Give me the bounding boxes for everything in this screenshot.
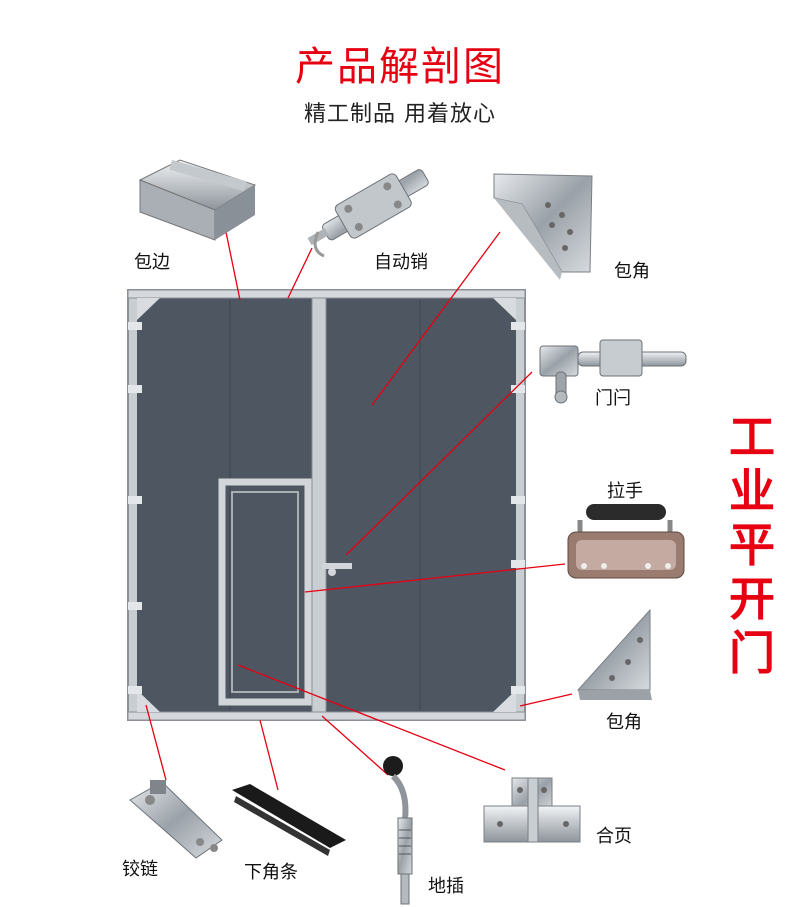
door-frame xyxy=(127,289,526,721)
ground-bolt-part xyxy=(383,756,413,905)
door-bolt-part xyxy=(539,339,687,404)
edge-wrap-part xyxy=(138,159,257,241)
label-auto-pin: 自动销 xyxy=(374,252,428,273)
label-bottom-strip: 下角条 xyxy=(244,862,298,883)
label-hinge: 铰链 xyxy=(122,859,158,880)
label-handle: 拉手 xyxy=(607,481,643,502)
page-subtitle: 精工制品 用着放心 xyxy=(304,102,496,127)
hinge-part xyxy=(129,780,223,859)
corner-top-part xyxy=(493,173,593,280)
handle-part xyxy=(567,504,685,579)
corner-bottom-part xyxy=(576,608,652,700)
hinge-leaf-part xyxy=(483,777,581,843)
leader-lines xyxy=(145,231,573,791)
side-title: 工业平开门 xyxy=(729,410,775,680)
label-hinge-leaf: 合页 xyxy=(596,826,632,847)
label-corner-bottom: 包角 xyxy=(606,712,642,733)
bottom-strip-part xyxy=(232,784,346,856)
auto-pin-part xyxy=(307,169,429,258)
label-ground-bolt: 地插 xyxy=(428,876,464,897)
label-door-bolt: 门闩 xyxy=(595,388,631,409)
page-title: 产品解剖图 xyxy=(295,44,505,90)
label-corner-top: 包角 xyxy=(614,261,650,282)
label-edge-wrap: 包边 xyxy=(134,252,170,273)
